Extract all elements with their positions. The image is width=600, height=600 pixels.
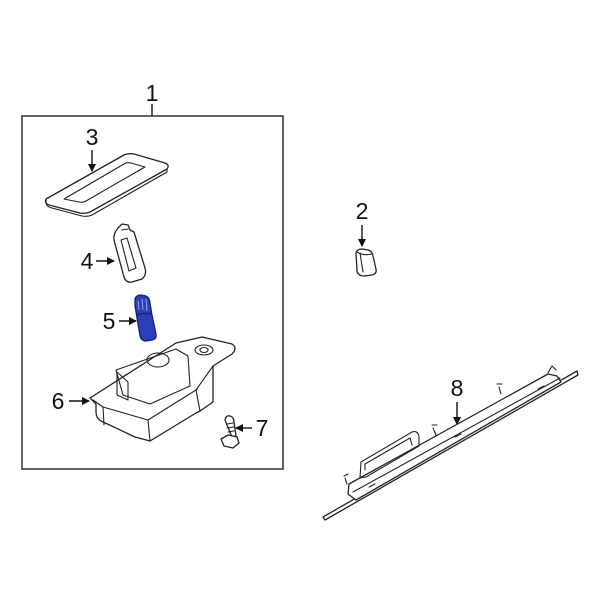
callout-4[interactable]: 4 [81, 248, 94, 274]
assembly-group-1: 1 [21, 80, 284, 470]
part-2-cap[interactable]: 2 [355, 198, 377, 277]
callout-8[interactable]: 8 [451, 375, 464, 401]
callout-5[interactable]: 5 [103, 308, 116, 334]
part-6-housing[interactable]: 6 [52, 336, 236, 442]
callout-6[interactable]: 6 [52, 388, 65, 414]
callout-2[interactable]: 2 [356, 198, 369, 224]
part-8-trim-strip[interactable]: 8 [322, 365, 579, 521]
callout-1[interactable]: 1 [146, 80, 159, 106]
part-5-bulb[interactable]: 5 [103, 294, 157, 342]
callout-7[interactable]: 7 [256, 415, 269, 441]
part-4-socket[interactable]: 4 [81, 223, 147, 283]
part-3-lens[interactable]: 3 [44, 124, 169, 217]
part-7-screw[interactable]: 7 [220, 415, 269, 449]
callout-3[interactable]: 3 [86, 124, 99, 150]
